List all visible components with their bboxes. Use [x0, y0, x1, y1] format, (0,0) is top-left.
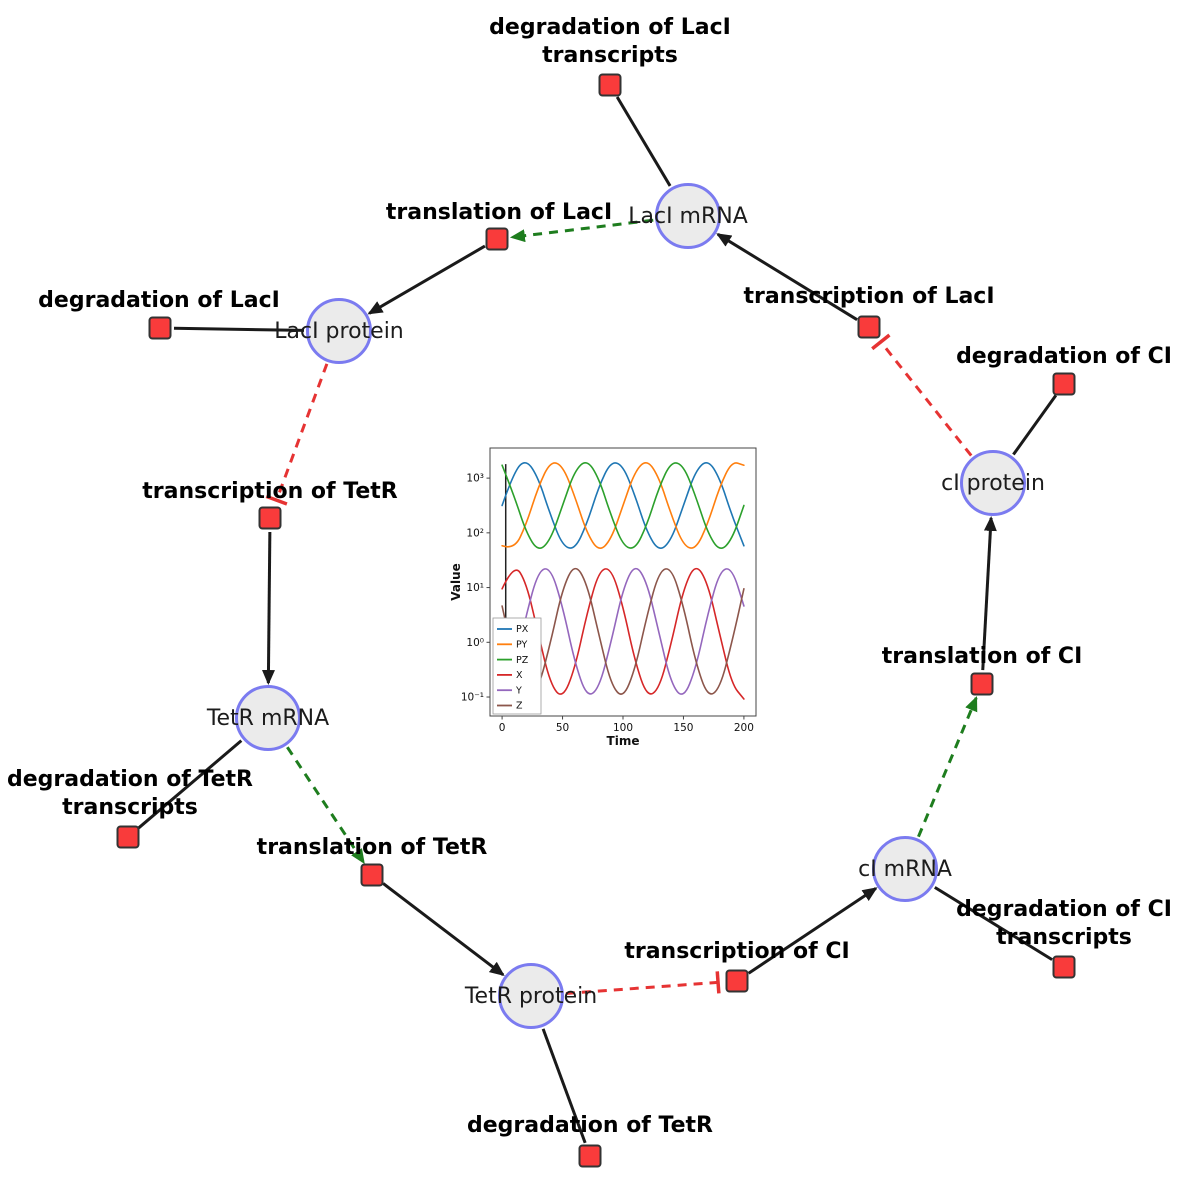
edge-reactant-laci_mrna-deg_laci_tx — [615, 96, 672, 187]
reaction-label-tl_ci: translation of CI — [882, 643, 1083, 671]
species-label-tetr_protein: TetR protein — [464, 983, 598, 1009]
legend-entry-X: X — [516, 670, 523, 681]
reaction-node-deg_laci — [148, 316, 172, 340]
reaction-label-line: transcripts — [996, 925, 1132, 950]
edge-reactant-tetr_protein-deg_tetr — [541, 1028, 587, 1144]
y-tick-label: 10² — [466, 527, 484, 539]
series-line-PY — [501, 462, 745, 549]
reaction-label-tc_ci: transcription of CI — [624, 938, 849, 966]
reaction-label-tl_laci: translation of LacI — [386, 199, 612, 227]
legend-entry-PZ: PZ — [516, 655, 529, 666]
series-line-X — [501, 567, 745, 700]
species-label-ci_protein: cI protein — [941, 470, 1045, 496]
y-tick-label: 10³ — [466, 473, 484, 485]
x-tick-label: 100 — [613, 722, 633, 734]
series-line-Y — [501, 567, 745, 700]
series-line-PX — [501, 462, 745, 549]
edge-product-tc_ci-ci_mrna — [747, 887, 878, 975]
reaction-label-line: translation of LacI — [385, 200, 613, 225]
edge-reactant-ci_protein-deg_ci — [1012, 394, 1058, 456]
y-tick-label: 10¹ — [466, 582, 484, 594]
reaction-node-tl_laci — [485, 227, 509, 251]
reaction-node-tc_tetr — [258, 506, 282, 530]
edge-modifier-tetr_mrna-tl_tetr — [286, 746, 365, 865]
reaction-label-line: translation of CI — [881, 644, 1083, 669]
reaction-label-tc_laci: transcription of LacI — [743, 283, 994, 311]
series-line-PZ — [501, 462, 745, 549]
reaction-label-deg_tetr: degradation of TetR — [467, 1112, 713, 1140]
reaction-node-tc_ci — [725, 969, 749, 993]
x-tick-label: 150 — [673, 722, 693, 734]
reaction-label-line: transcription of LacI — [743, 284, 995, 309]
reaction-label-line: transcripts — [542, 43, 678, 68]
reaction-label-deg_ci_tx: degradation of CI transcripts — [956, 896, 1172, 952]
reaction-label-line: degradation of LacI — [489, 15, 731, 40]
species-node-ci_mrna: cI mRNA — [858, 836, 952, 902]
inhibition-bar-ci_protein-tc_laci — [871, 333, 891, 351]
species-label-ci_mrna: cI mRNA — [858, 856, 952, 882]
edge-product-tl_ci-ci_protein — [981, 515, 997, 671]
legend-entry-Z: Z — [516, 701, 523, 712]
reaction-node-deg_laci_tx — [598, 73, 622, 97]
reaction-node-tl_tetr — [360, 863, 384, 887]
species-node-laci_protein: LacI protein — [274, 298, 404, 364]
legend-entry-PX: PX — [516, 624, 529, 635]
edge-product-tl_laci-laci_protein — [367, 244, 486, 315]
reaction-label-line: degradation of CI — [956, 897, 1172, 922]
species-label-laci_mrna: LacI mRNA — [628, 203, 748, 229]
x-tick-label: 0 — [499, 722, 506, 734]
legend-entry-Y: Y — [515, 685, 522, 696]
reaction-label-deg_ci: degradation of CI — [956, 343, 1172, 371]
edge-reactant-ci_mrna-deg_ci_tx — [934, 886, 1053, 961]
reaction-label-line: degradation of TetR — [6, 767, 254, 792]
reaction-node-deg_tetr_tx — [116, 825, 140, 849]
reaction-label-deg_laci_tx: degradation of LacI transcripts — [489, 14, 731, 70]
species-node-tetr_mrna: TetR mRNA — [207, 685, 329, 751]
reaction-node-deg_tetr — [578, 1144, 602, 1168]
x-tick-label: 50 — [556, 722, 569, 734]
reaction-label-tc_tetr: transcription of TetR — [142, 478, 397, 506]
reaction-label-line: translation of TetR — [256, 835, 488, 860]
reaction-label-line: transcripts — [62, 795, 198, 820]
legend-entry-PY: PY — [516, 640, 528, 651]
reaction-node-deg_ci_tx — [1052, 955, 1076, 979]
y-tick-label: 10⁰ — [466, 637, 484, 649]
inhibition-bar-laci_protein-tc_tetr — [265, 494, 288, 506]
species-node-laci_mrna: LacI mRNA — [628, 183, 748, 249]
reaction-node-tc_laci — [857, 315, 881, 339]
y-tick-label: 10⁻¹ — [461, 692, 484, 704]
reaction-label-deg_laci: degradation of LacI — [38, 287, 280, 315]
reaction-label-tl_tetr: translation of TetR — [257, 834, 488, 862]
x-axis-label: Time — [607, 734, 640, 748]
reaction-label-deg_tetr_tx: degradation of TetR transcripts — [7, 766, 253, 822]
reaction-label-line: degradation of TetR — [466, 1113, 714, 1138]
reaction-node-deg_ci — [1052, 372, 1076, 396]
reaction-label-line: degradation of CI — [956, 344, 1172, 369]
legend-box — [492, 617, 542, 715]
edge-reactant-laci_protein-deg_laci — [173, 326, 305, 332]
edge-inhibitor-ci_protein-tc_laci — [879, 340, 973, 457]
species-label-laci_protein: LacI protein — [274, 318, 404, 344]
edge-product-tc_laci-laci_mrna — [716, 233, 858, 321]
species-node-tetr_protein: TetR protein — [465, 963, 597, 1029]
reaction-node-tl_ci — [970, 672, 994, 696]
y-axis-label: Value — [450, 563, 463, 601]
series-line-Z — [501, 567, 745, 695]
reaction-label-line: transcription of CI — [624, 939, 850, 964]
inhibition-bar-tetr_protein-tc_ci — [715, 971, 721, 994]
x-tick-label: 200 — [734, 722, 754, 734]
edge-product-tc_tetr-tetr_mrna — [261, 531, 275, 686]
edge-reactant-tetr_mrna-deg_tetr_tx — [137, 739, 243, 830]
species-node-ci_protein: cI protein — [941, 450, 1045, 516]
reaction-label-line: degradation of LacI — [38, 288, 280, 313]
edge-inhibitor-laci_protein-tc_tetr — [275, 363, 329, 501]
edge-modifier-laci_mrna-tl_laci — [509, 218, 654, 243]
edge-product-tl_tetr-tetr_protein — [382, 882, 505, 977]
species-label-tetr_mrna: TetR mRNA — [206, 705, 330, 731]
reaction-label-line: transcription of TetR — [142, 479, 398, 504]
